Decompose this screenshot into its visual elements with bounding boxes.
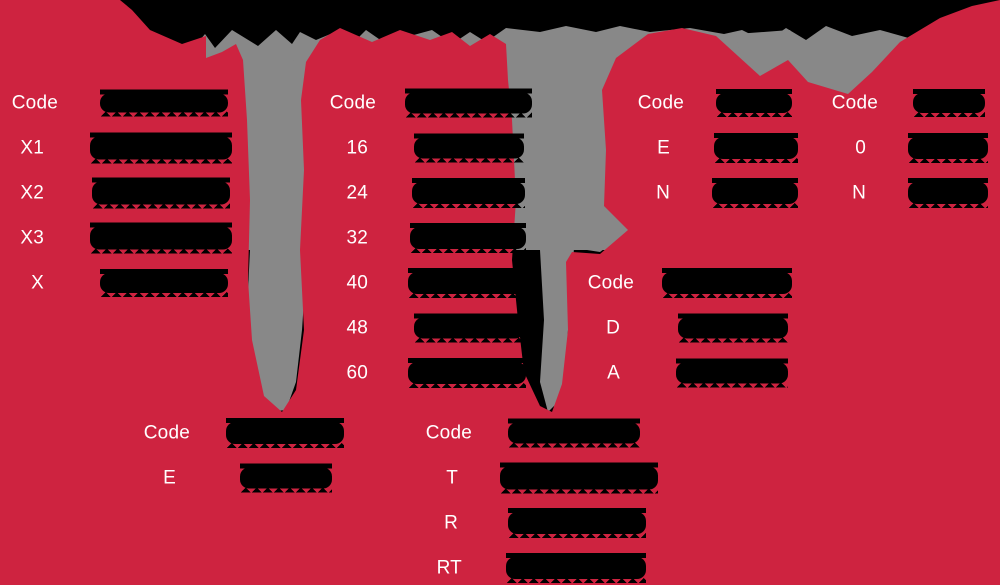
redaction-bar [662,268,792,298]
redaction-bar [408,268,526,298]
row-key-32: 32 [346,227,368,249]
redaction-bar [90,222,232,254]
gray-wedge-right [736,30,870,92]
redaction-bar [500,462,658,494]
column-header-code: Code [831,92,878,114]
redaction-bar [90,132,232,164]
row-key-e: E [163,467,176,489]
column-header-code: Code [143,422,190,444]
redaction-bar [913,89,985,117]
redaction-bar [712,178,798,208]
redaction-bar [414,133,524,163]
gray-stripe-center [512,42,632,412]
redaction-bar [716,89,792,117]
row-key-x2: X2 [20,182,44,204]
row-key-a: A [607,362,620,384]
redaction-bar [100,89,228,117]
redaction-bar [240,463,332,493]
redaction-bar [414,313,524,343]
redaction-bar [508,418,640,448]
row-key-x3: X3 [20,227,44,249]
redaction-bar [508,508,646,538]
redaction-bar [714,133,798,163]
row-key-x: X [31,272,44,294]
row-key-x1: X1 [20,137,44,159]
row-key-60: 60 [346,362,368,384]
column-header-code: Code [637,92,684,114]
row-key-24: 24 [346,182,368,204]
redaction-bar [405,88,532,118]
redaction-bar [410,223,526,253]
row-key-0: 0 [855,137,866,159]
column-header-code: Code [425,422,472,444]
redaction-bar [92,177,230,209]
row-key-e: E [657,137,670,159]
redaction-bar [408,358,526,388]
redaction-bar [412,178,525,208]
column-header-code: Code [587,272,634,294]
row-key-t: T [446,467,458,489]
row-key-r: R [444,512,458,534]
row-key-rt: RT [436,557,462,579]
redaction-bar [226,418,344,448]
row-key-d: D [606,317,620,339]
row-key-n: N [852,182,866,204]
redaction-bar [100,269,228,297]
redaction-bar [908,133,988,163]
redaction-bar [678,313,788,343]
row-key-40: 40 [346,272,368,294]
row-key-n: N [656,182,670,204]
row-key-48: 48 [346,317,368,339]
redaction-bar [908,178,988,208]
redaction-bar [506,553,646,583]
column-header-code: Code [11,92,58,114]
redaction-bar [676,358,788,388]
gray-stripe-left [244,55,306,412]
row-key-16: 16 [346,137,368,159]
column-header-code: Code [329,92,376,114]
